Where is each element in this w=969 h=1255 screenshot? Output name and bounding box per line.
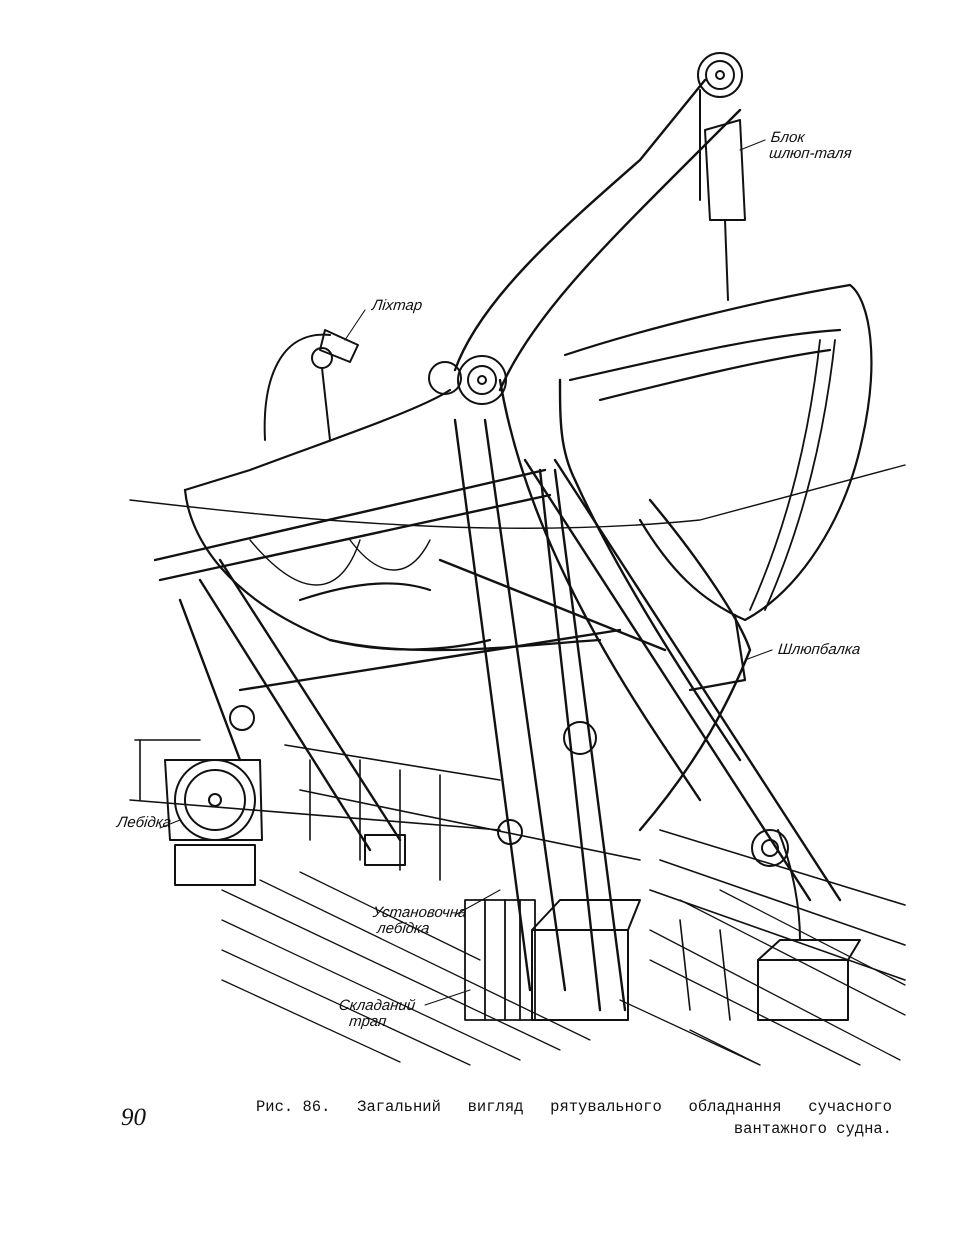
lifeboat-davit-illustration xyxy=(129,52,906,1066)
deck-railing xyxy=(129,739,906,1021)
davit-arm-right xyxy=(453,78,752,832)
caption-line2: вантажного судна. xyxy=(733,1120,892,1138)
folding-ladder xyxy=(464,899,536,1021)
label-ladder: Складаний трап xyxy=(336,997,417,1030)
caption-word: Загальний xyxy=(357,1098,441,1116)
davit-sheave xyxy=(428,355,507,405)
davit-frame xyxy=(153,418,842,1012)
lamp xyxy=(263,329,359,441)
caption-word: обладнання xyxy=(688,1098,782,1116)
setting-winch xyxy=(229,705,597,845)
hull-frame xyxy=(749,339,836,611)
label-davit: Шлюпбалка xyxy=(777,641,862,658)
figure-caption: Рис. 86. Загальний вигляд рятувального о… xyxy=(256,1096,892,1140)
label-ladder-line1: Складаний xyxy=(338,997,417,1014)
caption-word: рятувального xyxy=(550,1098,662,1116)
rope xyxy=(129,464,906,586)
fairlead xyxy=(751,829,801,941)
label-block-line2: шлюп-таля xyxy=(768,145,853,162)
leader-lines xyxy=(159,139,773,1006)
page-number: 90 xyxy=(121,1104,146,1131)
label-block-line1: Блок xyxy=(770,129,806,146)
caption-word: сучасного xyxy=(808,1098,892,1116)
caption-word: вигляд xyxy=(467,1098,524,1116)
label-lamp: Ліхтар xyxy=(371,297,424,314)
label-setting-winch-line1: Установочна xyxy=(372,904,468,921)
caption-word: Рис. 86. xyxy=(256,1098,331,1116)
label-block: Блок шлюп-таля xyxy=(768,129,854,162)
label-winch: Лебідка xyxy=(116,814,173,831)
winch xyxy=(164,759,263,841)
caption-line1: Рис. 86. Загальний вигляд рятувального о… xyxy=(256,1096,892,1118)
label-setting-winch-line2: лебідка xyxy=(376,920,431,937)
label-setting-winch: Установочна лебідка xyxy=(370,904,468,937)
label-ladder-line2: трап xyxy=(348,1013,388,1030)
lifeboat-hull xyxy=(183,283,873,692)
davit-bases xyxy=(174,834,861,1021)
davit-block xyxy=(697,52,746,301)
